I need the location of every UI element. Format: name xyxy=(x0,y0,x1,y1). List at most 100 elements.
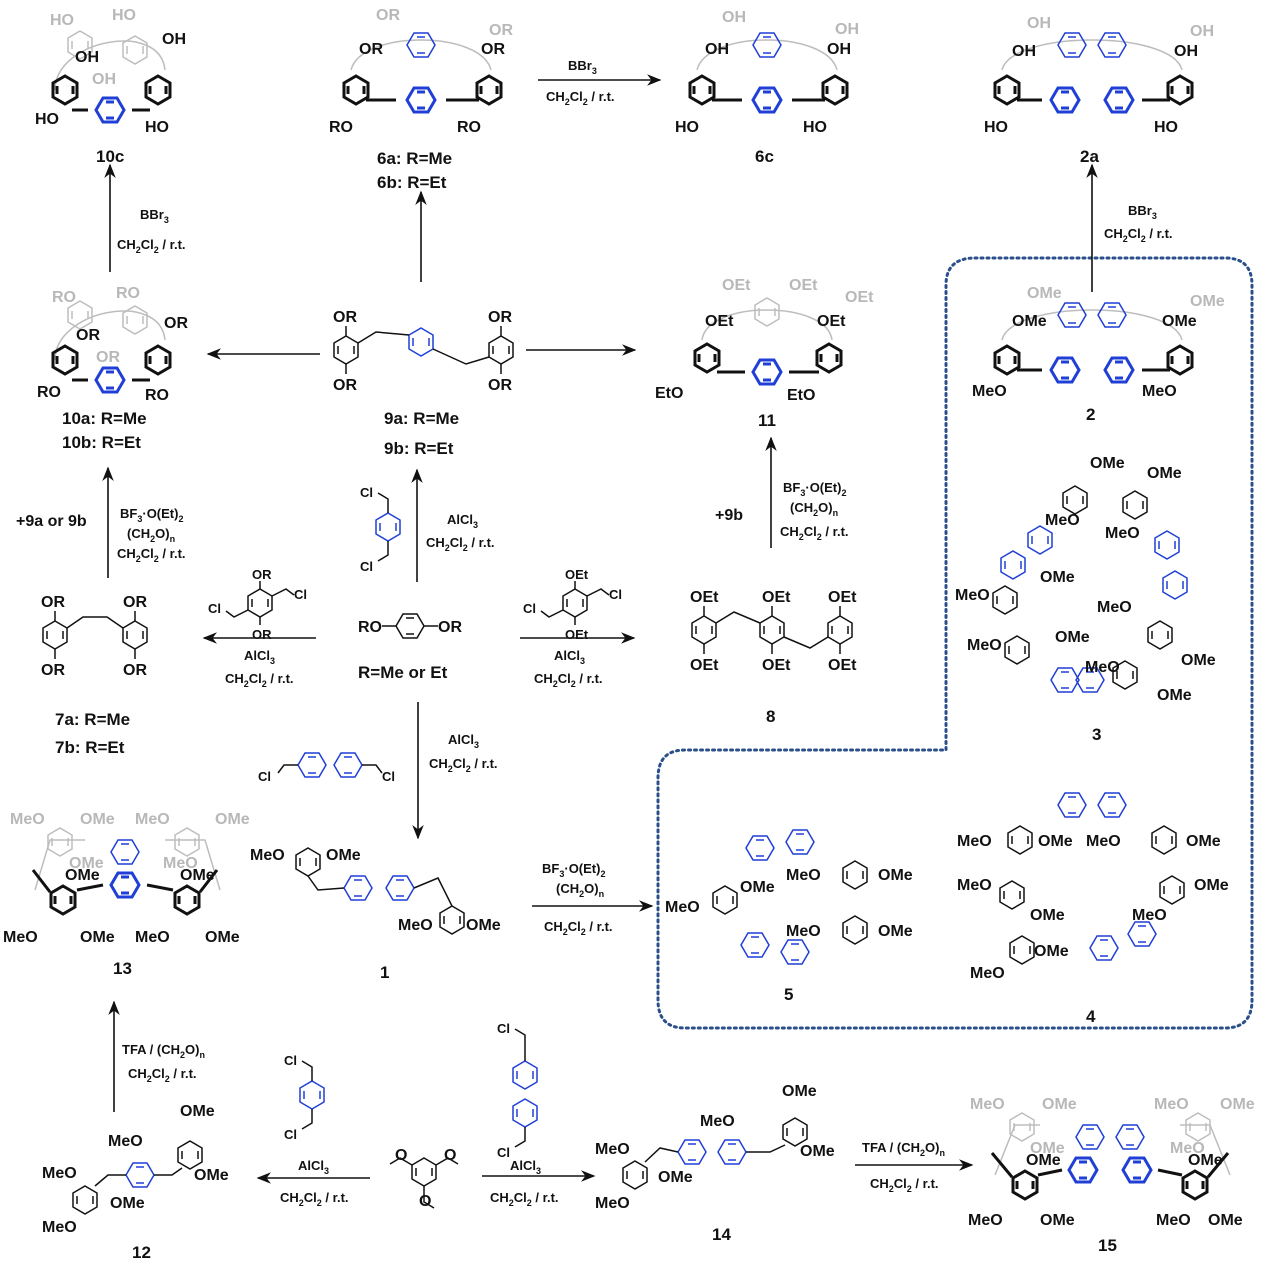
svg-text:HO: HO xyxy=(50,12,74,29)
reagent-bischloromethyl-diethoxybenzene: OEt OEt Cl Cl xyxy=(523,567,622,642)
svg-text:OMe: OMe xyxy=(1220,1096,1255,1113)
reagent-xylylene-dichloride: Cl Cl xyxy=(360,485,401,574)
svg-text:OEt: OEt xyxy=(565,627,589,642)
svg-text:OR: OR xyxy=(481,41,505,58)
svg-text:OMe: OMe xyxy=(1040,569,1075,586)
compound-label-10a: 10a: R=Me xyxy=(62,409,147,428)
svg-text:MeO: MeO xyxy=(595,1195,630,1212)
svg-text:CH2Cl2 / r.t.: CH2Cl2 / r.t. xyxy=(225,671,294,689)
svg-text:OEt: OEt xyxy=(690,657,719,674)
svg-text:BF3·O(Et)2: BF3·O(Et)2 xyxy=(542,861,605,879)
compound-label-8: 8 xyxy=(766,707,775,726)
reagent-xylylene-dichloride-2: Cl Cl xyxy=(284,1053,325,1142)
svg-text:OMe: OMe xyxy=(1190,293,1225,310)
svg-text:HO: HO xyxy=(1154,119,1178,136)
svg-text:OMe: OMe xyxy=(1042,1096,1077,1113)
molecule-14: OMe MeO OMe MeO OMe MeO 14 xyxy=(595,1083,835,1244)
svg-text:MeO: MeO xyxy=(700,1113,735,1130)
svg-text:OEt: OEt xyxy=(762,589,791,606)
dotted-group-border xyxy=(656,256,1254,1030)
svg-text:RO: RO xyxy=(145,387,169,404)
reagents-tmb-to-14: AlCl3 CH2Cl2 / r.t. xyxy=(490,1158,559,1208)
svg-text:MeO: MeO xyxy=(786,867,821,884)
svg-text:OH: OH xyxy=(705,41,729,58)
compound-label-1: 1 xyxy=(380,963,389,982)
compound-label-13: 13 xyxy=(113,959,132,978)
svg-text:OEt: OEt xyxy=(705,313,734,330)
svg-text:MeO: MeO xyxy=(163,855,198,872)
reagents-7ab-to-10ab: +9a or 9b BF3·O(Et)2 (CH2O)n CH2Cl2 / r.… xyxy=(16,506,186,564)
svg-text:OMe: OMe xyxy=(80,929,115,946)
svg-text:OR: OR xyxy=(488,309,512,326)
reagents-12-to-13: TFA / (CH2O)n CH2Cl2 / r.t. xyxy=(122,1042,205,1084)
svg-text:O: O xyxy=(444,1147,456,1164)
svg-text:OH: OH xyxy=(827,41,851,58)
svg-text:HO: HO xyxy=(112,7,136,24)
svg-text:Cl: Cl xyxy=(523,601,536,616)
svg-text:RO: RO xyxy=(37,384,61,401)
svg-text:OEt: OEt xyxy=(828,657,857,674)
svg-text:OMe: OMe xyxy=(1038,833,1073,850)
compound-label-6b: 6b: R=Et xyxy=(377,173,447,192)
svg-text:OR: OR xyxy=(333,309,357,326)
svg-text:OR: OR xyxy=(333,377,357,394)
svg-text:CH2Cl2 / r.t.: CH2Cl2 / r.t. xyxy=(870,1176,939,1194)
reagents-start-to-9ab: AlCl3 CH2Cl2 / r.t. xyxy=(426,512,495,553)
svg-text:OR: OR xyxy=(123,594,147,611)
svg-text:MeO: MeO xyxy=(250,847,285,864)
svg-text:O: O xyxy=(395,1147,407,1164)
svg-text:OMe: OMe xyxy=(1188,1152,1223,1169)
svg-text:AlCl3: AlCl3 xyxy=(447,512,478,530)
svg-text:MeO: MeO xyxy=(1132,907,1167,924)
svg-text:CH2Cl2 / r.t.: CH2Cl2 / r.t. xyxy=(546,89,615,107)
molecule-5: OMe MeO MeO OMe MeO OMe 5 xyxy=(665,829,913,1004)
molecule-10c: HO HO OH OH OH HO HO 10c xyxy=(35,7,186,166)
svg-text:TFA / (CH2O)n: TFA / (CH2O)n xyxy=(122,1042,205,1060)
svg-text:EtO: EtO xyxy=(655,385,683,402)
svg-text:MeO: MeO xyxy=(3,929,38,946)
svg-text:MeO: MeO xyxy=(398,917,433,934)
svg-text:OEt: OEt xyxy=(762,657,791,674)
svg-text:RO: RO xyxy=(457,119,481,136)
molecule-8: OEt OEt OEt OEt OEt OEt 8 xyxy=(690,589,857,726)
svg-text:HO: HO xyxy=(675,119,699,136)
svg-text:MeO: MeO xyxy=(135,811,170,828)
svg-text:AlCl3: AlCl3 xyxy=(554,648,585,666)
svg-text:BBr3: BBr3 xyxy=(568,58,597,76)
svg-text:MeO: MeO xyxy=(970,965,1005,982)
svg-text:OMe: OMe xyxy=(110,1195,145,1212)
svg-text:O: O xyxy=(419,1193,431,1210)
svg-text:OMe: OMe xyxy=(1157,687,1192,704)
svg-text:OMe: OMe xyxy=(80,811,115,828)
compound-label-14: 14 xyxy=(712,1225,731,1244)
compound-label-7a: 7a: R=Me xyxy=(55,710,130,729)
svg-text:OR: OR xyxy=(489,22,513,39)
svg-text:MeO: MeO xyxy=(972,383,1007,400)
svg-text:CH2Cl2 / r.t.: CH2Cl2 / r.t. xyxy=(128,1066,197,1084)
molecule-7ab: OR OR OR OR 7a: R=Me 7b: R=Et xyxy=(41,594,148,757)
reagents-1-to-45: BF3·O(Et)2 (CH2O)n CH2Cl2 / r.t. xyxy=(542,861,613,937)
compound-label-4: 4 xyxy=(1086,1007,1096,1026)
svg-text:(CH2O)n: (CH2O)n xyxy=(556,881,604,899)
svg-text:OEt: OEt xyxy=(565,567,589,582)
svg-text:HO: HO xyxy=(145,119,169,136)
molecule-start-hydroquinone-ether: RO OR R=Me or Et xyxy=(358,613,462,682)
reagents-6ab-to-6c: BBr3 CH2Cl2 / r.t. xyxy=(546,58,615,107)
reagents-14-to-15: TFA / (CH2O)n CH2Cl2 / r.t. xyxy=(862,1140,945,1194)
molecule-4: MeO OMe MeO OMe MeO OMe OMe MeO OMe MeO … xyxy=(957,792,1229,1026)
compound-label-9b: 9b: R=Et xyxy=(384,439,454,458)
svg-text:OH: OH xyxy=(1174,43,1198,60)
molecule-13: MeO OMe MeO OMe OMe MeO OMe OMe MeO OMe … xyxy=(3,811,250,978)
molecule-15: MeO OMe MeO OMe OMe MeO OMe OMe MeO OMe … xyxy=(968,1096,1255,1255)
molecule-10ab: RO RO OR OR OR RO RO 10a: R=Me 10b: R=Et xyxy=(37,285,188,452)
svg-text:CH2Cl2 / r.t.: CH2Cl2 / r.t. xyxy=(280,1190,349,1208)
svg-text:MeO: MeO xyxy=(955,587,990,604)
svg-text:OEt: OEt xyxy=(817,313,846,330)
svg-text:OMe: OMe xyxy=(326,847,361,864)
svg-text:Cl: Cl xyxy=(497,1145,510,1160)
svg-text:Cl: Cl xyxy=(284,1053,297,1068)
svg-text:MeO: MeO xyxy=(1097,599,1132,616)
svg-text:OMe: OMe xyxy=(1034,943,1069,960)
reagent-biphenyl-dichloride-2: Cl Cl xyxy=(497,1021,538,1160)
svg-text:OR: OR xyxy=(438,619,462,636)
